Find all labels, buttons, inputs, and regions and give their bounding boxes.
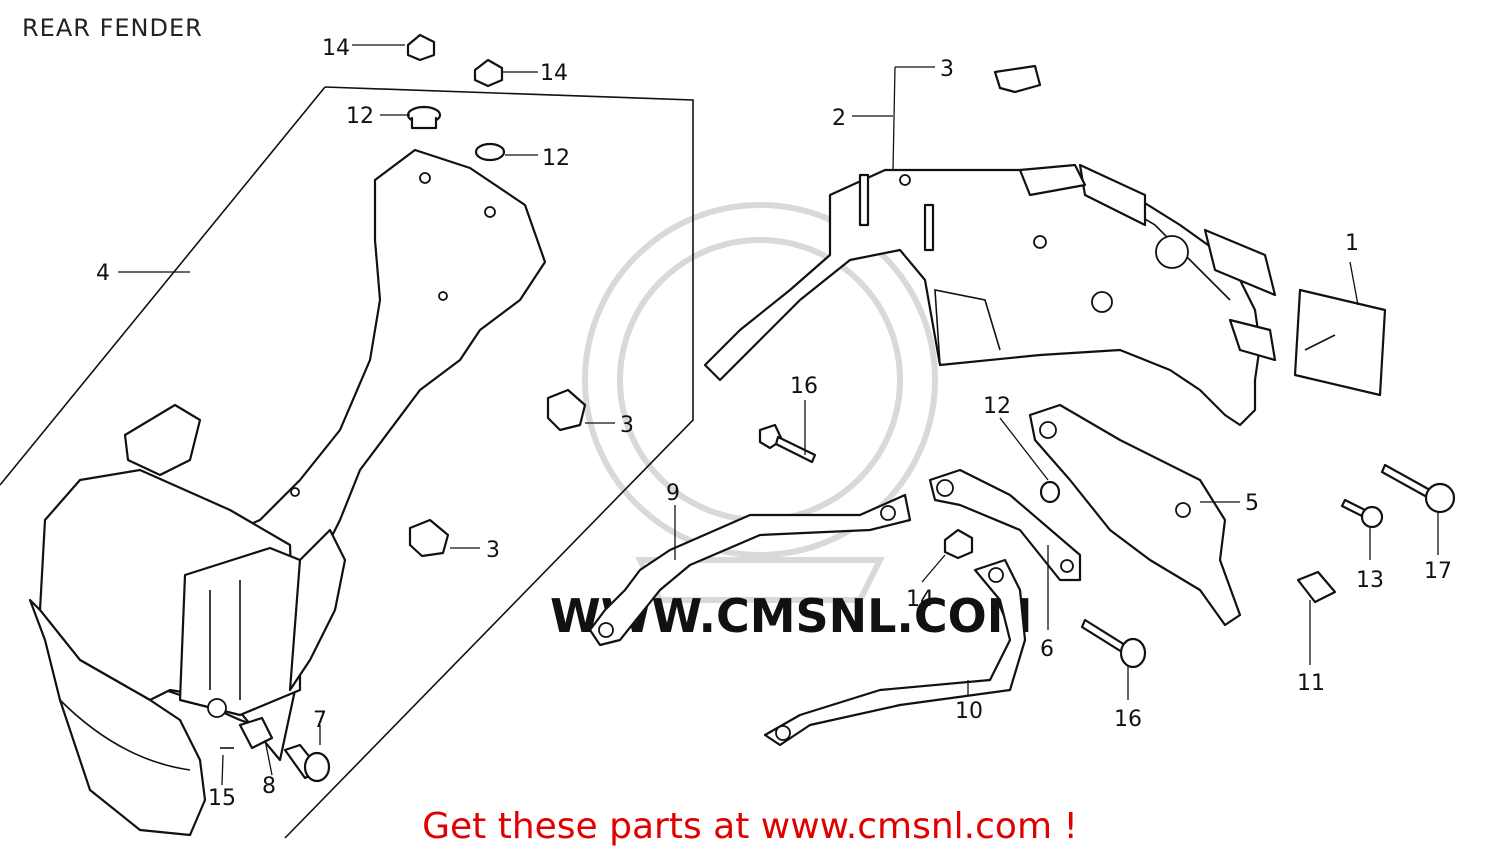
nut-part-14-mid — [943, 528, 974, 560]
screw-part-13 — [1340, 498, 1384, 529]
callout-14-mid: 14 — [906, 587, 934, 612]
callout-3-low: 3 — [486, 538, 500, 563]
callout-8: 8 — [262, 774, 276, 799]
callout-12-a: 12 — [346, 104, 374, 129]
bolt-part-17 — [1380, 463, 1456, 514]
leader-lines — [118, 44, 1439, 786]
clip-part-3-low — [408, 518, 450, 558]
stay-part-6 — [928, 468, 1082, 582]
callout-6: 6 — [1040, 637, 1054, 662]
diagram-title: REAR FENDER — [22, 14, 203, 42]
callout-3-mid: 3 — [620, 413, 634, 438]
callout-13: 13 — [1356, 568, 1384, 593]
callout-14-top: 14 — [540, 61, 568, 86]
watermark-logo — [582, 202, 938, 603]
bolt-part-16-upper — [758, 423, 817, 464]
callout-2: 2 — [832, 106, 846, 131]
callout-16-upper: 16 — [790, 374, 818, 399]
callout-7: 7 — [313, 708, 327, 733]
callout-12-c: 12 — [983, 394, 1011, 419]
callout-16-lower: 16 — [1114, 707, 1142, 732]
grommet-part-12-c — [1039, 480, 1061, 504]
callout-12-b: 12 — [542, 146, 570, 171]
reflector-part-1 — [1293, 288, 1387, 397]
stay-part-10 — [763, 558, 1027, 747]
clip-part-8 — [238, 716, 274, 750]
clip-part-3-mid — [546, 388, 587, 432]
inner-fender-part-4 — [28, 148, 547, 837]
callout-9: 9 — [666, 481, 680, 506]
assembly-box-outline — [0, 86, 694, 839]
stay-part-9 — [588, 493, 912, 647]
license-bracket-part-5 — [1028, 403, 1242, 627]
callout-15: 15 — [208, 786, 236, 811]
collar-part-11 — [1296, 570, 1337, 604]
grommet-part-12-b — [474, 142, 506, 162]
bolt-part-16-lower — [1080, 618, 1147, 669]
callout-11: 11 — [1297, 671, 1325, 696]
clip-part-3-top — [993, 64, 1042, 94]
callout-3-top: 3 — [940, 57, 954, 82]
callout-17: 17 — [1424, 559, 1452, 584]
callout-1: 1 — [1345, 231, 1359, 256]
bolt-part-7 — [283, 743, 331, 783]
callout-4: 4 — [96, 261, 110, 286]
fender-bracket-part-2 — [703, 163, 1277, 427]
callout-14-top-left: 14 — [322, 36, 350, 61]
nut-part-14-top-left — [406, 33, 436, 62]
callout-10: 10 — [955, 699, 983, 724]
grommet-part-12-a — [406, 105, 442, 130]
callout-5: 5 — [1245, 491, 1259, 516]
get-parts-link[interactable]: Get these parts at www.cmsnl.com ! — [422, 806, 1078, 847]
nut-part-14-top — [473, 58, 504, 88]
